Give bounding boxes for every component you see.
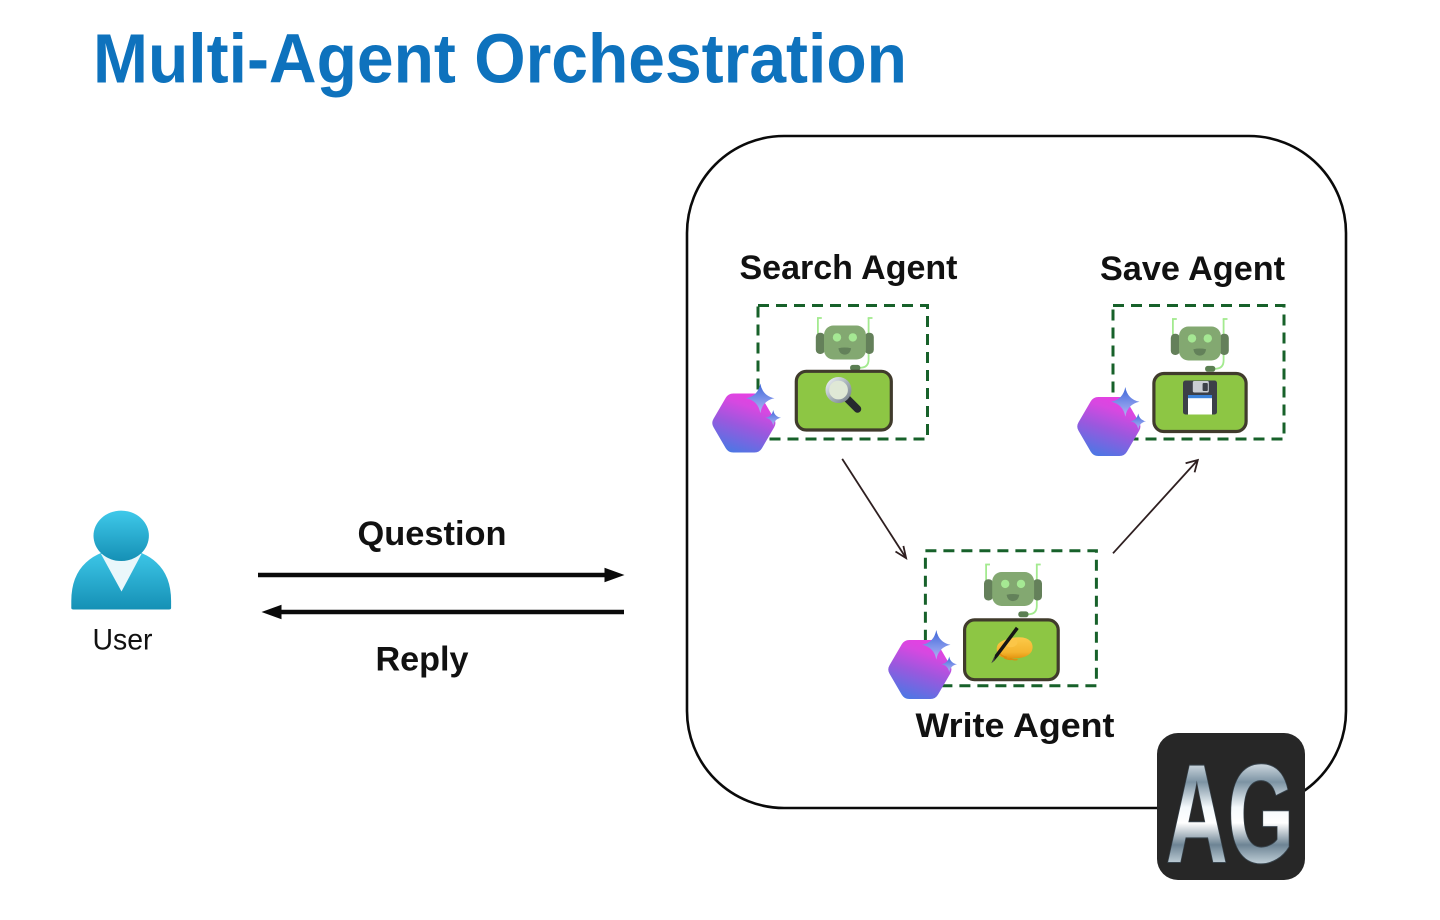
svg-text:Save Agent: Save Agent bbox=[1100, 250, 1285, 288]
svg-text:Question: Question bbox=[358, 515, 507, 553]
svg-text:Multi-Agent Orchestration: Multi-Agent Orchestration bbox=[93, 20, 907, 98]
svg-text:Search Agent: Search Agent bbox=[740, 249, 958, 287]
svg-text:AG: AG bbox=[1166, 735, 1294, 892]
svg-text:Write Agent: Write Agent bbox=[916, 707, 1115, 745]
svg-text:Reply: Reply bbox=[376, 640, 469, 678]
svg-text:User: User bbox=[93, 623, 153, 656]
